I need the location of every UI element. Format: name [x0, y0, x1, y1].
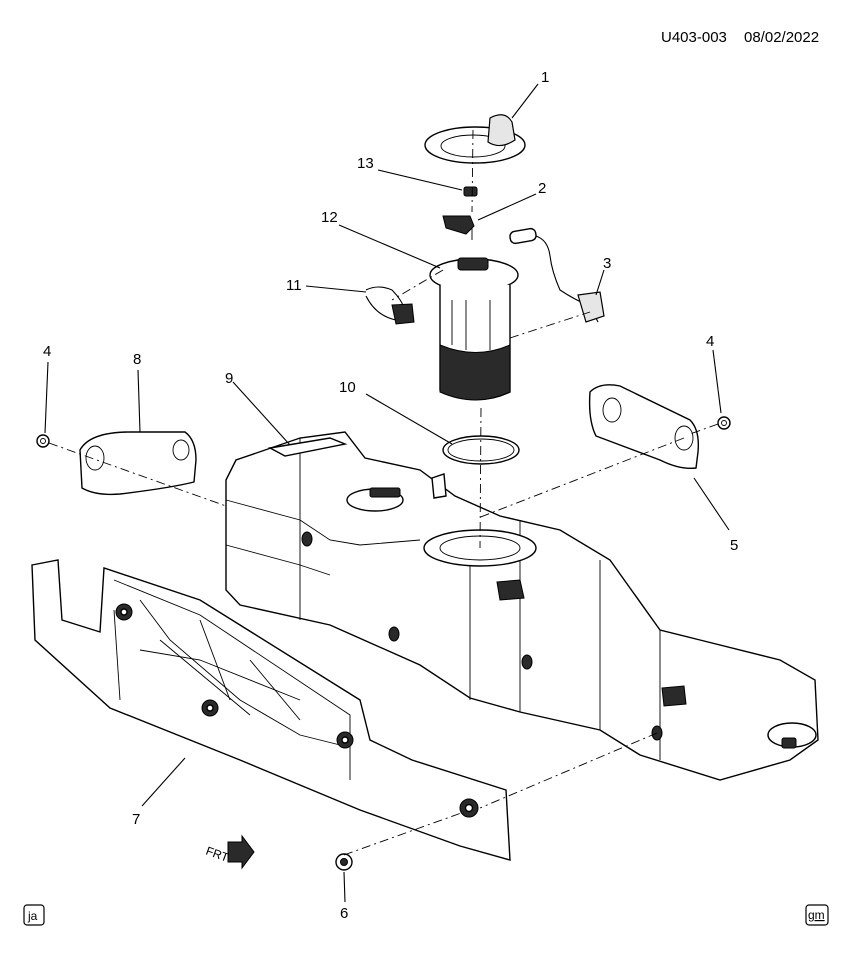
lock-ring-part [424, 114, 526, 164]
diagram-date: 08/02/2022 [744, 29, 819, 46]
corner-right-label: gm [808, 908, 825, 922]
diagram-id: U403-003 [661, 29, 727, 46]
fuel-pump-module [429, 257, 519, 401]
callout-12: 12 [321, 209, 338, 226]
tank-shield-part [31, 559, 511, 861]
callout-5: 5 [730, 537, 738, 554]
callout-3: 3 [603, 255, 611, 272]
gm-logo-icon: gm [805, 904, 829, 926]
front-arrow-icon [227, 834, 255, 870]
front-label: FRT [204, 844, 231, 865]
callout-labels: 1 2 3 4 4 5 6 7 8 9 10 11 12 13 [43, 69, 738, 922]
leader-lines [44, 83, 730, 903]
callout-8: 8 [133, 351, 141, 368]
wiring-harness-part [509, 227, 605, 323]
callout-2: 2 [538, 180, 546, 197]
callout-6: 6 [340, 905, 348, 922]
alignment-lines [48, 129, 719, 856]
callout-10: 10 [339, 379, 356, 396]
left-insulator-part [79, 431, 197, 496]
callout-11: 11 [286, 277, 302, 294]
nut-bottom-part [335, 853, 353, 871]
callout-7: 7 [132, 811, 140, 828]
callout-4-left: 4 [43, 343, 51, 360]
callout-1: 1 [541, 69, 549, 86]
nut-right-part [717, 416, 731, 430]
callout-4-right: 4 [706, 333, 714, 350]
pump-wire-part [365, 286, 415, 325]
corner-left-label: ja [27, 909, 38, 923]
right-insulator-part [588, 384, 700, 470]
front-direction-indicator: FRT [204, 834, 255, 870]
callout-9: 9 [225, 370, 233, 387]
connector-part [442, 215, 475, 240]
corner-box-left: ja [23, 904, 45, 926]
fuel-tank-part [225, 431, 819, 781]
callout-13: 13 [357, 155, 374, 172]
nut-left-part [36, 434, 50, 448]
cap-part [463, 186, 478, 197]
